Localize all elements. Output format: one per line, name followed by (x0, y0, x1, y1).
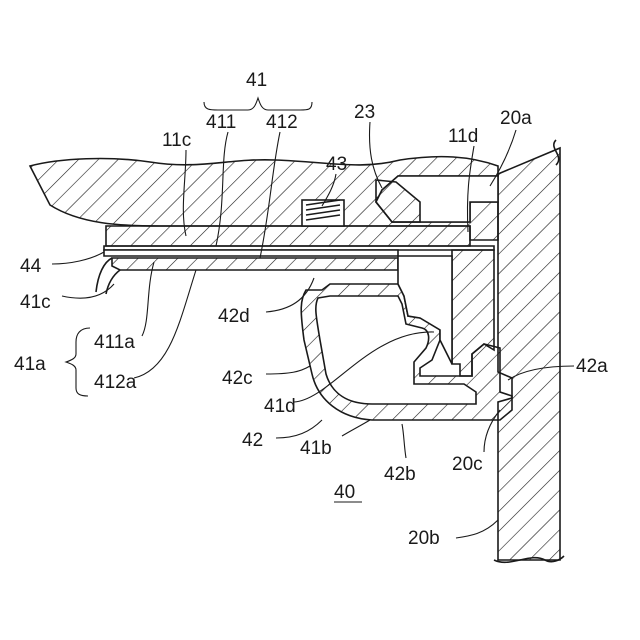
label-11c: 11c (162, 130, 191, 151)
label-412a: 412a (94, 372, 137, 393)
label-41: 41 (246, 70, 267, 91)
label-42: 42 (242, 430, 263, 451)
label-42b: 42b (384, 464, 416, 485)
wall-20b (498, 148, 560, 560)
label-41c: 41c (20, 292, 51, 313)
label-20b: 20b (408, 528, 440, 549)
label-42a: 42a (576, 356, 608, 377)
edge-44 (104, 250, 398, 256)
label-40: 40 (334, 482, 355, 503)
sheet-412a (112, 258, 398, 270)
sheet-411 (106, 226, 470, 246)
label-20c: 20c (452, 454, 483, 475)
label-44: 44 (20, 256, 42, 277)
label-23: 23 (354, 102, 375, 123)
label-411a: 411a (94, 332, 135, 353)
label-412: 412 (266, 112, 298, 133)
label-411: 411 (206, 112, 236, 133)
label-41d: 41d (264, 396, 296, 417)
label-11d: 11d (448, 126, 478, 147)
label-41b: 41b (300, 438, 332, 459)
label-42c: 42c (222, 368, 253, 389)
label-41a: 41a (14, 354, 46, 375)
label-43: 43 (326, 154, 347, 175)
label-20a: 20a (500, 108, 532, 129)
label-42d: 42d (218, 306, 250, 327)
